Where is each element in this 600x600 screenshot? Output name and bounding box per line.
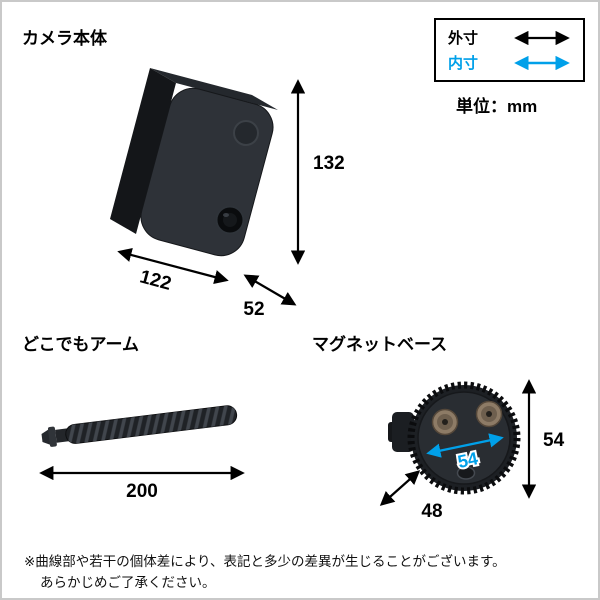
arm-rope-texture bbox=[65, 405, 237, 444]
arm-body-group bbox=[41, 405, 238, 447]
camera-width-label: 122 bbox=[137, 266, 173, 294]
arm-length-label: 200 bbox=[126, 481, 158, 502]
legend-inner-label: 内寸 bbox=[448, 55, 479, 72]
magnet-right bbox=[475, 400, 503, 428]
camera-illustration bbox=[110, 68, 278, 257]
magnet-knurled-edge bbox=[407, 381, 521, 495]
legend-outer-label: 外寸 bbox=[448, 30, 479, 47]
disclaimer-note: ※曲線部や若干の個体差により、表記と多少の差異が生じることがございます。 あらか… bbox=[24, 551, 506, 593]
arm-mount-flange bbox=[47, 426, 57, 447]
magnet-depth-arrow bbox=[379, 470, 421, 506]
arm-section-title: どこでもアーム bbox=[22, 335, 139, 354]
magnet-depth-label: 48 bbox=[421, 501, 442, 522]
arm-neck bbox=[55, 428, 69, 443]
camera-side-face bbox=[110, 68, 176, 234]
camera-height-label: 132 bbox=[313, 153, 345, 174]
disclaimer-line-2: あらかじめご了承ください。 bbox=[40, 575, 216, 590]
unit-label: 単位：mm bbox=[456, 97, 538, 116]
outer-dimension-arrow-icon bbox=[514, 30, 570, 45]
arm-illustration: 200 bbox=[39, 405, 245, 502]
camera-depth-arrow bbox=[243, 274, 297, 306]
magnet-inner-width-label: 54 bbox=[456, 448, 480, 472]
magnet-bottom-hole bbox=[456, 466, 476, 480]
magnet-left bbox=[431, 408, 459, 436]
magnet-base-illustration: 54 54 48 bbox=[379, 379, 565, 522]
camera-width-arrow bbox=[117, 248, 229, 284]
legend-outer-row: 外寸 bbox=[448, 27, 573, 48]
disclaimer-line-1: ※曲線部や若干の個体差により、表記と多少の差異が生じることがございます。 bbox=[24, 554, 506, 569]
inner-dimension-arrow-icon bbox=[514, 55, 570, 70]
camera-button bbox=[233, 120, 259, 146]
legend-inner-row: 内寸 bbox=[448, 52, 573, 73]
magnet-inner-width-arrow bbox=[426, 433, 504, 458]
camera-depth-label: 52 bbox=[243, 299, 264, 320]
camera-section-title: カメラ本体 bbox=[22, 29, 107, 48]
dimension-legend: 外寸 内寸 bbox=[434, 18, 585, 82]
magnet-side-clip bbox=[392, 412, 414, 452]
camera-lens-highlight bbox=[223, 213, 229, 217]
camera-top-face bbox=[150, 68, 278, 110]
magnet-height-label: 54 bbox=[543, 430, 565, 451]
magnet-section-title: マグネットベース bbox=[312, 335, 448, 354]
